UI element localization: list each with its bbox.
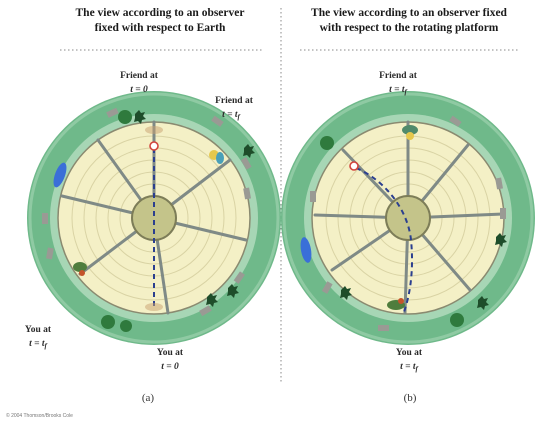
benches xyxy=(310,115,506,331)
copyright-notice: © 2004 Thomson/Brooks Cole xyxy=(6,413,73,419)
subscript-f: f xyxy=(416,365,419,373)
friend-label: Friend at xyxy=(379,71,418,81)
friend-t0-figure xyxy=(145,126,163,134)
you-t0-time: t = 0 xyxy=(161,362,179,372)
ball-icon xyxy=(349,161,359,171)
friend-t0-time: t = 0 xyxy=(130,85,148,95)
you-figure xyxy=(387,298,405,310)
friend-time: t = tf xyxy=(389,85,407,96)
you-time: t = tf xyxy=(400,362,418,373)
you-tf-time: t = tf xyxy=(29,339,47,350)
platform-hub xyxy=(385,195,431,241)
blue-car-icon xyxy=(53,162,67,188)
panel-a-caption: (a) xyxy=(142,392,155,404)
panel-b-title: The view according to an observer fixed … xyxy=(284,6,534,36)
grass-ring-edge xyxy=(282,92,534,344)
subscript-f: f xyxy=(45,342,48,350)
you-tf-label: You at xyxy=(25,325,52,335)
panel-b-title-line2: with respect to the rotating platform xyxy=(319,22,499,34)
trees xyxy=(320,136,507,327)
friend-t0-label: Friend at xyxy=(120,71,159,81)
grass-ring-edge xyxy=(28,92,280,344)
subscript-f: f xyxy=(405,88,408,96)
you-time-main: t = t xyxy=(400,362,416,372)
friend-tf-time: t = tf xyxy=(222,110,240,121)
ball-icon xyxy=(149,141,159,151)
you-label: You at xyxy=(396,348,423,358)
panel-b-title-line1: The view according to an observer fixed xyxy=(311,7,507,19)
friend-tf-figure xyxy=(209,150,224,164)
trees xyxy=(101,110,255,332)
friend-time-main: t = t xyxy=(389,85,405,95)
you-t0-figure xyxy=(145,303,163,311)
you-tf-time-main: t = t xyxy=(29,339,45,349)
ball-path-curved xyxy=(355,167,414,313)
panel-a-title-line2: fixed with respect to Earth xyxy=(94,22,226,34)
panel-a-diagram: Friend at t = 0 Friend at t = tf You at … xyxy=(25,71,281,404)
you-t0-label: You at xyxy=(157,348,184,358)
you-tf-figure xyxy=(73,262,87,276)
panel-b-caption: (b) xyxy=(404,392,417,404)
benches xyxy=(42,107,252,317)
subscript-f: f xyxy=(238,113,241,121)
friend-figure xyxy=(402,125,418,140)
friend-tf-label: Friend at xyxy=(215,96,254,106)
blue-car-icon xyxy=(300,237,312,263)
friend-tf-time-main: t = t xyxy=(222,110,238,120)
panel-a-title-line1: The view according to an observer xyxy=(75,7,245,19)
panel-a-title: The view according to an observer fixed … xyxy=(35,6,285,36)
panel-b-diagram: Friend at t = tf You at t = tf (b) xyxy=(281,71,535,404)
